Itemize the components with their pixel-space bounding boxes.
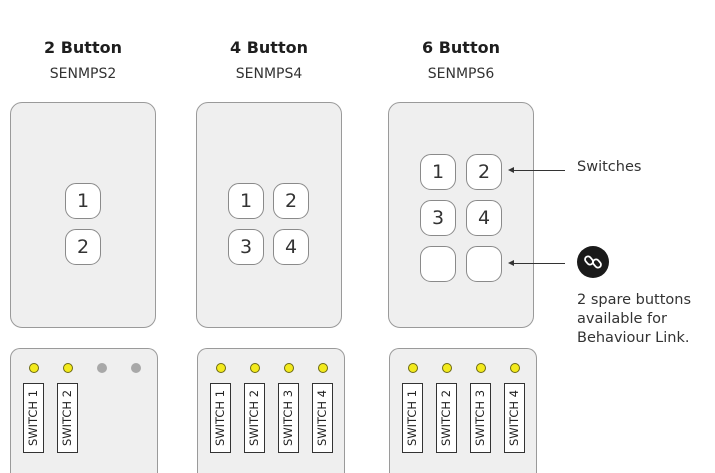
- switch-label: SWITCH 2: [436, 383, 457, 453]
- indicator-led: [216, 363, 226, 373]
- indicator-led: [284, 363, 294, 373]
- indicator-led: [408, 363, 418, 373]
- link-icon: [577, 246, 609, 278]
- spare-button: [420, 246, 456, 282]
- switch-label-text: SWITCH 3: [281, 389, 296, 447]
- switch-label-text: SWITCH 2: [60, 389, 75, 447]
- product-title: 4 Button: [230, 38, 308, 57]
- indicator-led: [442, 363, 452, 373]
- switch-label: SWITCH 1: [23, 383, 44, 453]
- note-line: Behaviour Link.: [577, 330, 690, 346]
- note-line: 2 spare buttons: [577, 292, 692, 308]
- indicator-led: [476, 363, 486, 373]
- switch-label-text: SWITCH 1: [26, 389, 41, 447]
- switch-button-1: 1: [65, 183, 101, 219]
- switch-label: SWITCH 2: [57, 383, 78, 453]
- switch-panel: [388, 102, 534, 328]
- switch-button-3: 3: [228, 229, 264, 265]
- product-title: 2 Button: [44, 38, 122, 57]
- spare-arrow: [508, 260, 565, 266]
- switch-button-1: 1: [228, 183, 264, 219]
- switch-label: SWITCH 1: [402, 383, 423, 453]
- switch-button-2: 2: [273, 183, 309, 219]
- note-line: available for: [577, 311, 667, 327]
- switch-button-4: 4: [466, 200, 502, 236]
- switch-label-text: SWITCH 4: [507, 389, 522, 447]
- switch-button-3: 3: [420, 200, 456, 236]
- switch-label: SWITCH 4: [312, 383, 333, 453]
- switches-arrow: [508, 167, 565, 173]
- indicator-led: [131, 363, 141, 373]
- spare-button: [466, 246, 502, 282]
- switch-button-1: 1: [420, 154, 456, 190]
- indicator-led: [250, 363, 260, 373]
- switch-label-text: SWITCH 4: [315, 389, 330, 447]
- switch-label: SWITCH 1: [210, 383, 231, 453]
- spare-buttons-note: 2 spare buttons available for Behaviour …: [577, 291, 691, 348]
- product-code: SENMPS6: [427, 66, 495, 82]
- switch-label: SWITCH 2: [244, 383, 265, 453]
- switch-button-2: 2: [65, 229, 101, 265]
- product-code: SENMPS2: [49, 66, 117, 82]
- indicator-led: [63, 363, 73, 373]
- indicator-led: [510, 363, 520, 373]
- product-code: SENMPS4: [235, 66, 303, 82]
- product-title: 6 Button: [422, 38, 500, 57]
- switch-label-text: SWITCH 1: [213, 389, 228, 447]
- indicator-led: [318, 363, 328, 373]
- switch-label: SWITCH 3: [278, 383, 299, 453]
- switch-label-text: SWITCH 2: [439, 389, 454, 447]
- indicator-led: [29, 363, 39, 373]
- indicator-led: [97, 363, 107, 373]
- switches-label: Switches: [577, 159, 642, 175]
- switch-label-text: SWITCH 3: [473, 389, 488, 447]
- switch-button-4: 4: [273, 229, 309, 265]
- switch-label: SWITCH 3: [470, 383, 491, 453]
- switch-label-text: SWITCH 2: [247, 389, 262, 447]
- switch-button-2: 2: [466, 154, 502, 190]
- switch-panel: [196, 102, 342, 328]
- switch-label: SWITCH 4: [504, 383, 525, 453]
- switch-label-text: SWITCH 1: [405, 389, 420, 447]
